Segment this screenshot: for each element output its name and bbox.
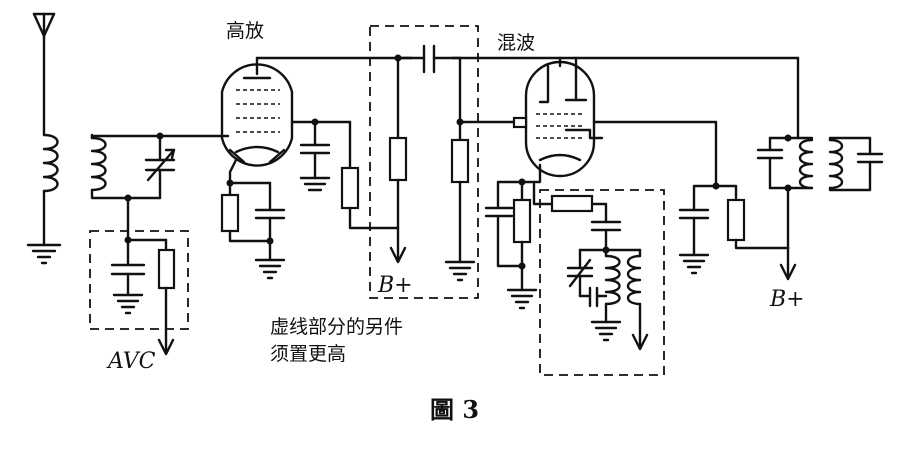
mixer-tube [512,56,596,178]
mixer-cathode-capacitor [484,206,524,268]
oscillator-feedback-coil [626,248,649,351]
plate-resistor [388,56,408,264]
variable-capacitor [144,134,176,200]
mixer-cathode-resistor [506,180,538,310]
oscillator-dashed-box [539,189,665,376]
avc-dashed-box [89,230,189,330]
screen-bypass-capacitor [299,120,331,192]
oscillator-padder [578,286,608,308]
rf-amp-tube [220,56,294,167]
rf-amp-label: 高放 [226,20,264,42]
note-line-1: 虚线部分的另件 [270,316,403,338]
antenna-coil [42,133,59,247]
avc-filter [110,236,176,356]
cathode-capacitor [254,181,286,280]
ground-symbol [26,243,62,265]
interstage-dashed-box [369,25,479,299]
bplus-label-left: B+ [377,273,413,298]
oscillator-grid-resistor [532,182,608,224]
coupling-capacitor [396,44,462,124]
screen-resistor [340,120,400,230]
output-bypass-capacitor [678,208,710,275]
output-resistor [714,184,790,250]
tuning-coil [90,133,162,200]
antenna-symbol [32,12,56,137]
if-transformer [756,56,884,281]
avc-label: AVC [106,349,156,374]
note-line-2: 须置更高 [270,343,346,365]
oscillator-coil [590,248,622,342]
cathode-resistor [220,181,272,243]
oscillator-coupling-capacitor [578,220,642,254]
bplus-label-right: B+ [769,287,805,312]
figure-caption: 圖 3 [430,395,479,424]
mixer-label: 混波 [497,32,535,54]
grid-resistor [444,120,476,282]
oscillator-trimmer [566,248,594,298]
